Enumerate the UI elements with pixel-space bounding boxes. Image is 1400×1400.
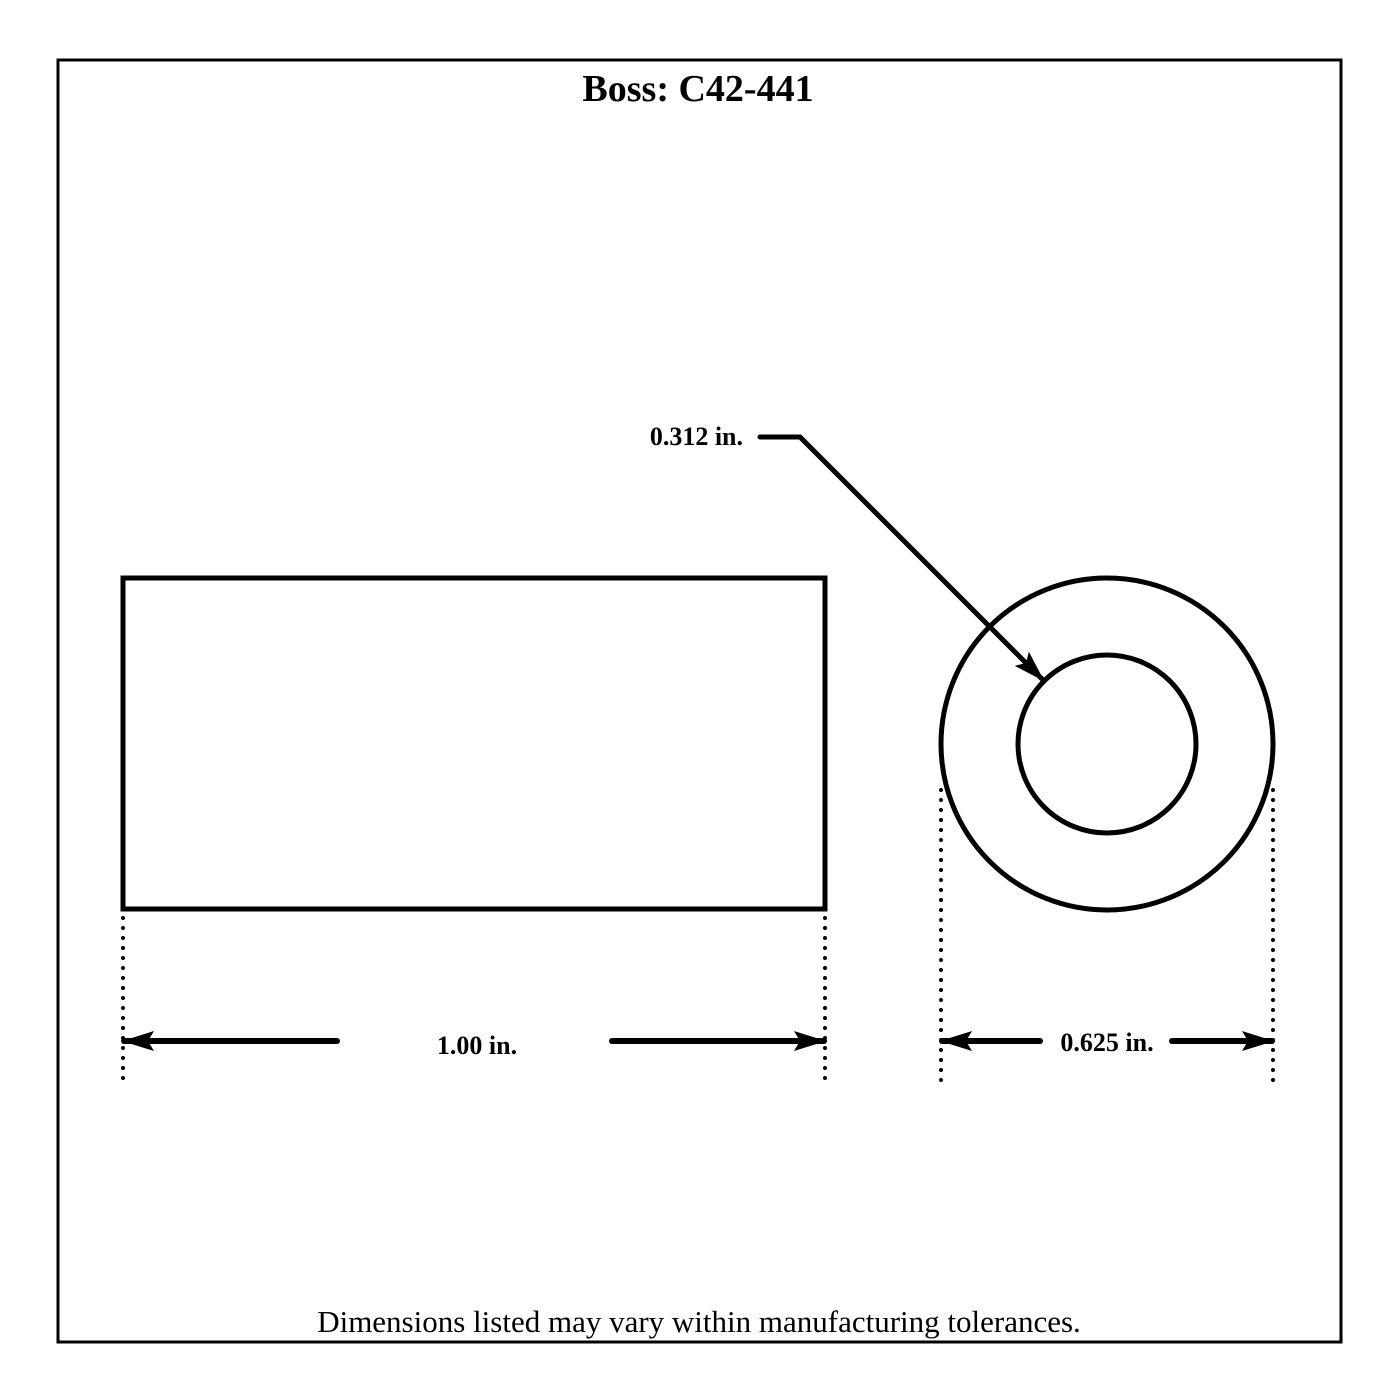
tolerance-note: Dimensions listed may vary within manufa… [317,1304,1081,1339]
leader-line [757,434,1046,683]
outer-circle [938,575,1276,913]
drawing-border [56,58,1343,1344]
outer-diameter-label: 0.625 in. [1060,1028,1153,1057]
inner-circle [1015,652,1199,836]
side-view-rect [120,575,828,912]
drawing-title: Boss: C42-441 [582,68,813,110]
length-label: 1.00 in. [437,1031,517,1060]
inner-diameter-label: 0.312 in. [650,422,743,451]
